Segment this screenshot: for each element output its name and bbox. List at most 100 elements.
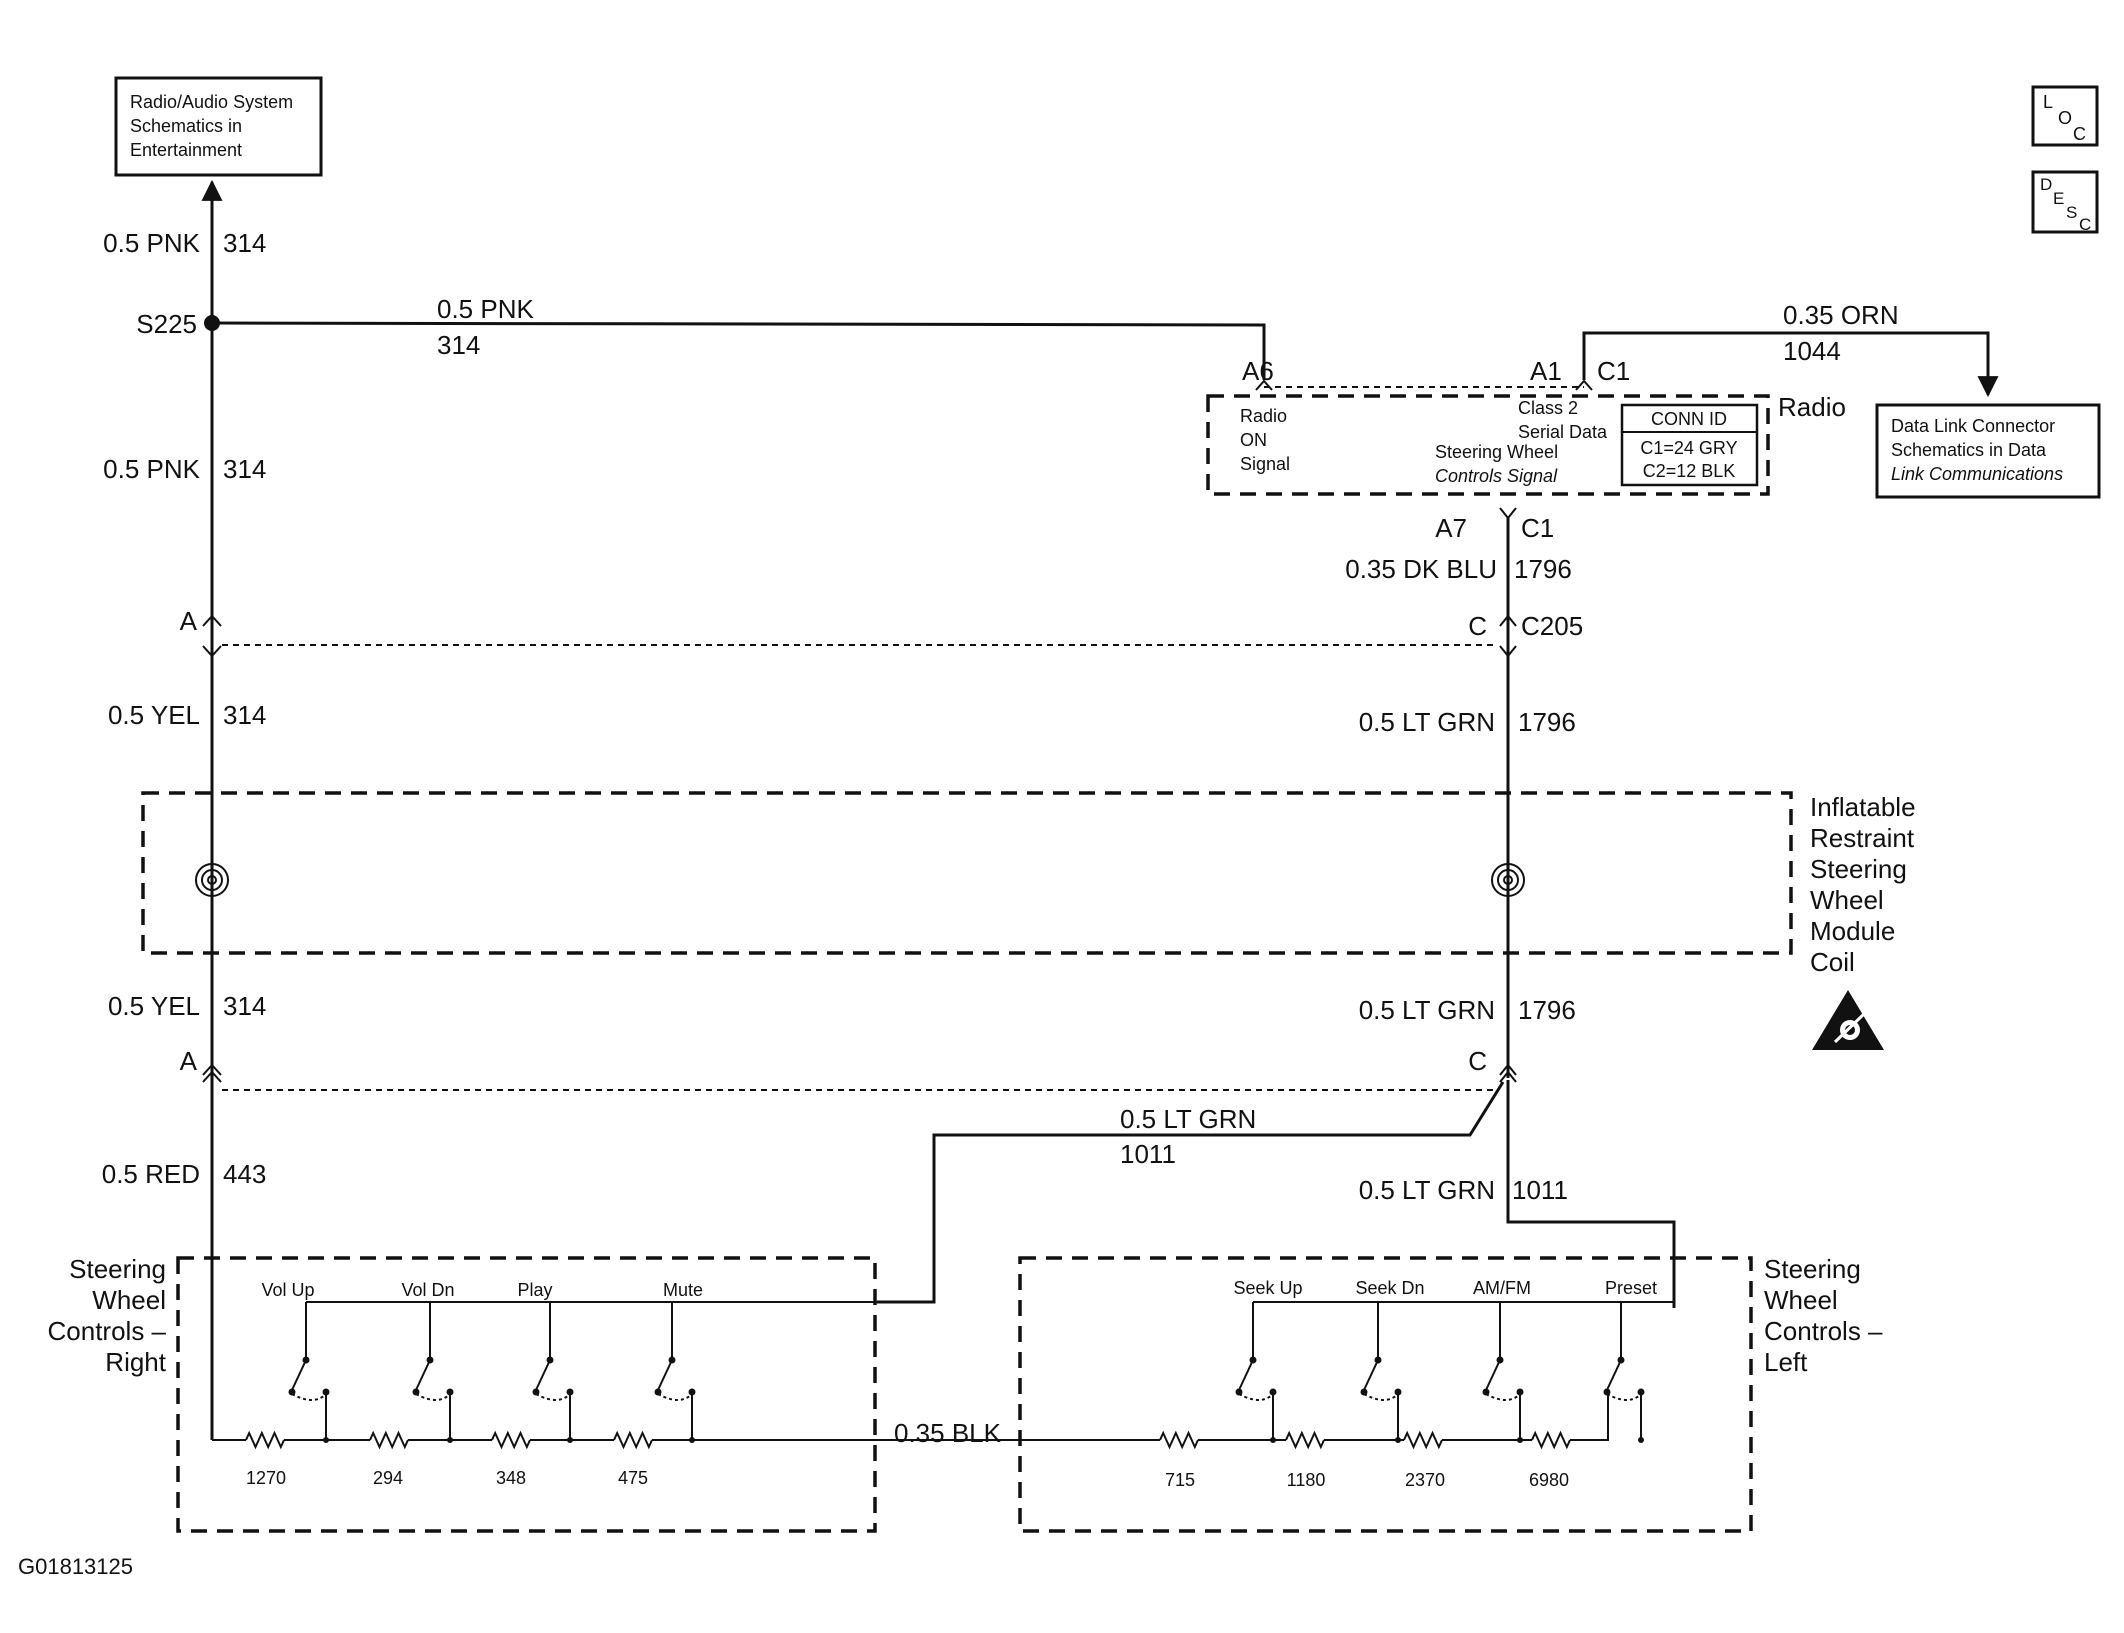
right-wire4-number: 1011 (1512, 1175, 1568, 1205)
connector-c2-label: C (1468, 1046, 1487, 1076)
right-wire1-number: 1796 (1514, 554, 1572, 584)
resistor-1 (369, 1430, 409, 1450)
data-link-ref-line1: Data Link Connector (1891, 416, 2055, 436)
svg-text:Left: Left (1764, 1347, 1808, 1377)
bus-end-riser (1595, 1392, 1609, 1441)
svg-text:Inflatable: Inflatable (1810, 792, 1916, 822)
loc-icon[interactable]: L O C (2031, 85, 2099, 147)
resistor-348-label: 348 (496, 1468, 526, 1488)
svg-text:C: C (2073, 124, 2086, 144)
resistor-1270-label: 1270 (246, 1468, 286, 1488)
radio-audio-ref-box[interactable]: Radio/Audio System Schematics in Enterta… (114, 76, 323, 177)
left-wire5-color: 0.5 RED (102, 1159, 200, 1189)
airbag-warning-icon (1812, 990, 1884, 1050)
radio-class2-line2: Serial Data (1518, 422, 1608, 442)
switch-blade-1 (415, 1359, 431, 1391)
radio-on-signal-line1: Radio (1240, 406, 1287, 426)
connector-c205-label: C205 (1521, 611, 1583, 641)
top-wire-number: 314 (437, 330, 480, 360)
switch-vol-up: Vol Up (261, 1280, 314, 1300)
data-link-ref-box[interactable]: Data Link Connector Schematics in Data L… (1875, 403, 2101, 499)
svg-text:Steering: Steering (1810, 854, 1907, 884)
svg-text:Wheel: Wheel (1764, 1285, 1838, 1315)
right-circuit-wires (1499, 507, 1676, 1308)
radio-module[interactable] (1206, 386, 1770, 496)
coil-module-box[interactable] (141, 791, 1793, 955)
resistor-715-label: 715 (1165, 1470, 1195, 1490)
left-wire1-number: 314 (223, 228, 266, 258)
left-wire2-color: 0.5 PNK (103, 454, 200, 484)
connector-a2-label: A (180, 1046, 198, 1076)
switch-bus-node-1 (447, 1437, 453, 1443)
radio-conn-c1-top: C1 (1597, 356, 1630, 386)
swc-left-circuit (1020, 1301, 1674, 1450)
figure-id: G01813125 (18, 1554, 133, 1579)
switch-seek-up: Seek Up (1233, 1278, 1302, 1298)
radio-label: Radio (1778, 392, 1846, 422)
radio-class2-line1: Class 2 (1518, 398, 1578, 418)
radio-on-signal-line3: Signal (1240, 454, 1290, 474)
switch-contact-0 (288, 1388, 296, 1396)
switch-contact-2 (1482, 1388, 1490, 1396)
switch-arc-0 (1238, 1393, 1274, 1401)
radio-pin-a1: A1 (1530, 356, 1562, 386)
svg-text:Wheel: Wheel (92, 1285, 166, 1315)
swc-left-box[interactable] (1018, 1256, 1753, 1533)
conn-id-c2: C2=12 BLK (1643, 461, 1736, 481)
top-wire-color: 0.5 PNK (437, 294, 534, 324)
switch-bus-node-1 (1395, 1437, 1401, 1443)
switch-arc-0 (291, 1393, 327, 1401)
right-wire2-color: 0.5 LT GRN (1359, 707, 1495, 737)
svg-text:Controls –: Controls – (1764, 1316, 1883, 1346)
switch-bus-node-3 (1638, 1437, 1644, 1443)
switch-play: Play (517, 1280, 552, 1300)
cross-wire-number: 1011 (1120, 1139, 1176, 1169)
orn-wire-number: 1044 (1783, 336, 1841, 366)
switch-arc-1 (1363, 1393, 1399, 1401)
data-link-ref-line2: Schematics in Data (1891, 440, 2047, 460)
right-wire2-number: 1796 (1518, 707, 1576, 737)
ground-wire-label: 0.35 BLK (894, 1418, 1002, 1448)
coil-icon-left (195, 863, 229, 897)
svg-text:D: D (2040, 175, 2052, 194)
switch-blade-1 (1363, 1359, 1379, 1391)
resistor-6980-label: 6980 (1529, 1470, 1569, 1490)
switch-preset: Preset (1605, 1278, 1657, 1298)
switch-bus-node-2 (567, 1437, 573, 1443)
resistor-0 (245, 1430, 285, 1450)
switch-seek-dn: Seek Dn (1355, 1278, 1424, 1298)
svg-text:Module: Module (1810, 916, 1895, 946)
svg-text:Right: Right (105, 1347, 166, 1377)
radio-pin-a6: A6 (1242, 356, 1274, 386)
desc-icon[interactable]: D E S C (2031, 170, 2099, 234)
resistor-2 (1403, 1430, 1443, 1450)
orn-wire (1575, 331, 1999, 398)
svg-text:Steering: Steering (1764, 1254, 1861, 1284)
switch-blade-3 (1606, 1359, 1622, 1391)
top-pnk-wire (211, 321, 1273, 391)
switch-arc-3 (657, 1393, 693, 1401)
right-wire3-color: 0.5 LT GRN (1359, 995, 1495, 1025)
svg-text:C: C (2079, 215, 2091, 234)
left-wire4-color: 0.5 YEL (108, 991, 200, 1021)
svg-text:Coil: Coil (1810, 947, 1855, 977)
radio-on-signal-line2: ON (1240, 430, 1267, 450)
svg-text:E: E (2053, 189, 2064, 208)
swc-right-circuit (212, 1301, 1020, 1450)
switch-blade-2 (1485, 1359, 1501, 1391)
svg-text:Restraint: Restraint (1810, 823, 1915, 853)
switch-arc-1 (415, 1393, 451, 1401)
switch-bus-node-3 (689, 1437, 695, 1443)
swc-right-box[interactable] (176, 1256, 877, 1533)
left-wire1-color: 0.5 PNK (103, 228, 200, 258)
resistor-0 (1159, 1430, 1199, 1450)
svg-text:Wheel: Wheel (1810, 885, 1884, 915)
switch-contact-1 (412, 1388, 420, 1396)
swc-left-label: Steering Wheel Controls – Left (1764, 1254, 1883, 1377)
swc-right-label: Steering Wheel Controls – Right (48, 1254, 167, 1377)
switch-contact-1 (1360, 1388, 1368, 1396)
resistor-3 (613, 1430, 653, 1450)
switch-arc-2 (1485, 1393, 1521, 1401)
data-link-ref-line3: Link Communications (1891, 464, 2063, 484)
